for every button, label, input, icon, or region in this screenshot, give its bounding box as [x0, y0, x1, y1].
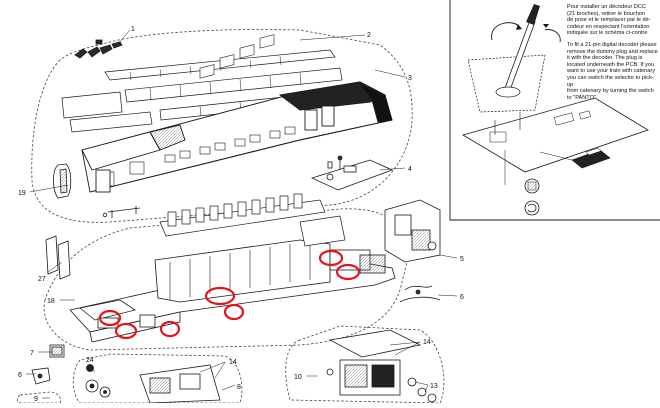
part-label: 19: [18, 190, 26, 197]
part-label: 6: [18, 372, 22, 379]
small-screws: [102, 161, 333, 218]
part-label: 2: [367, 32, 371, 39]
part-label: 4: [408, 166, 412, 173]
part-number-labels: 1 2 3 4 5 6 7 8 9 10 13 14 14 18 19 24 2…: [18, 26, 464, 403]
part-label: 7: [30, 350, 34, 357]
part-7-component: [49, 344, 65, 358]
outline-motor-group: [285, 325, 445, 404]
part-label: 14: [423, 339, 431, 346]
note-french: Pour installer un décodeur DCC (21 broch…: [567, 4, 651, 37]
part-18-chassis: [69, 239, 396, 343]
part-5-cab-assembly: [384, 199, 441, 263]
part-label: 8: [237, 384, 241, 391]
highlight-marker: [223, 303, 245, 321]
highlight-markers: [98, 249, 361, 340]
part-label: 10: [294, 374, 302, 381]
interior-seats: [159, 193, 346, 247]
part-label: 1: [131, 26, 135, 33]
part-6-left-component: [31, 367, 51, 385]
highlight-marker: [159, 320, 181, 338]
highlight-marker: [114, 322, 138, 340]
part-19-cab-front: [53, 163, 72, 199]
outline-left-small: [16, 391, 61, 404]
part-label: 27: [38, 276, 46, 283]
highlight-marker: [204, 286, 236, 306]
highlight-marker: [318, 249, 344, 267]
note-english: To fit a 21-pin digital decoder please r…: [567, 42, 658, 101]
part-label: 6: [460, 294, 464, 301]
outline-chassis-group: [43, 208, 411, 351]
part-label: 18: [47, 298, 55, 305]
part-3-loco-body: [81, 34, 393, 193]
part-8-bogie: [139, 364, 221, 404]
decoder-inset: [449, 0, 660, 221]
part-label: 14: [229, 359, 237, 366]
part-label: 3: [408, 75, 412, 82]
part-6-wiring: [399, 285, 441, 303]
highlight-marker: [335, 263, 361, 281]
part-10-13-motor-block: [326, 329, 437, 403]
part-4-pcb: [310, 155, 394, 191]
part-1-small-parts: [74, 39, 123, 59]
leader-lines: [26, 29, 458, 399]
part-24-gears: [85, 364, 111, 398]
outline-bogie-group: [72, 353, 243, 404]
part-label: 5: [460, 256, 464, 263]
part-label: 24: [86, 357, 94, 364]
part-label: 13: [430, 383, 438, 390]
part-label: 9: [34, 396, 38, 403]
highlight-marker: [98, 309, 122, 327]
part-27-side-pieces: [45, 235, 71, 280]
